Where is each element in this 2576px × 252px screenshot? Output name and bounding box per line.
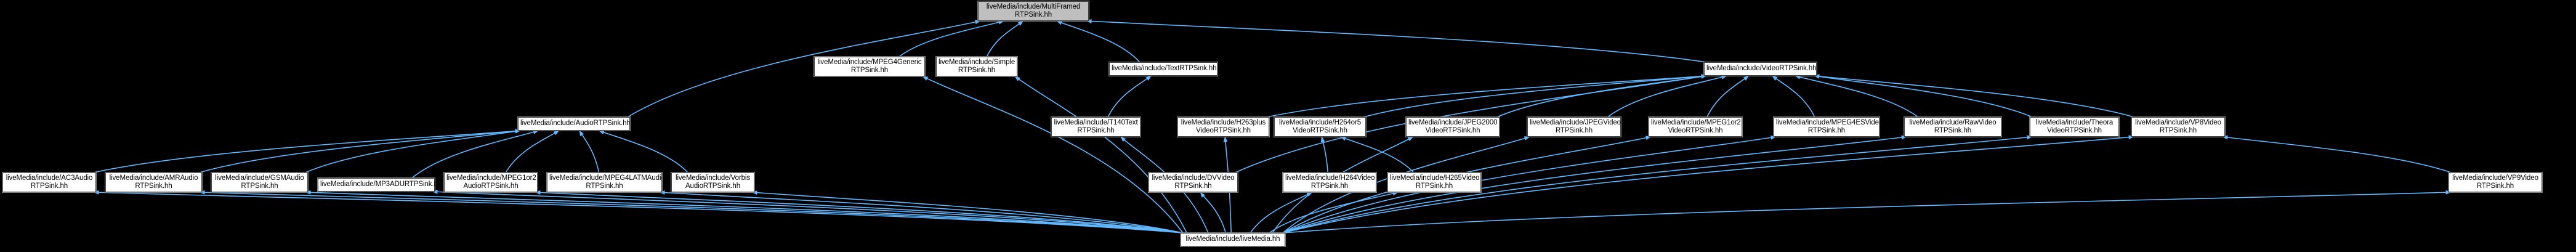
graph-node-label: liveMedia/include/T140Text RTPSink.hh [1054,118,1138,135]
graph-edge-ac3audio-to-audiortpsink [93,129,521,173]
graph-edge-livemedia-to-mpeg1or2audio [535,190,1184,234]
graph-edge-vp9-to-vp8 [2222,135,2452,173]
graph-node-h264or5[interactable]: liveMedia/include/H264or5 VideoRTPSink.h… [1274,116,1367,137]
graph-node-label: liveMedia/include/H264Video RTPSink.hh [1285,174,1375,190]
graph-node-label: liveMedia/include/VP8Video RTPSink.hh [2135,118,2221,135]
graph-node-simple[interactable]: liveMedia/include/Simple RTPSink.hh [935,56,1018,77]
graph-edge-livemedia-to-gsmaudio [305,190,1184,234]
graph-node-jpeg2000[interactable]: liveMedia/include/JPEG2000 VideoRTPSink.… [1405,116,1500,137]
graph-node-label: liveMedia/include/H265Video RTPSink.hh [1390,174,1480,190]
graph-node-label: liveMedia/include/GSMAudio RTPSink.hh [215,174,304,190]
graph-edge-mpeg1or2audio-to-audiortpsink [505,130,560,173]
graph-edge-livemedia-to-h265video [1269,191,1399,234]
graph-node-h265video[interactable]: liveMedia/include/H265Video RTPSink.hh [1387,172,1482,193]
graph-edge-videortpsink-to-multiframed [1086,18,1707,63]
graph-node-label: liveMedia/include/JPEG2000 VideoRTPSink.… [1408,118,1498,135]
graph-edge-mpeg4generic-to-multiframed [898,20,1004,57]
graph-node-gsmaudio[interactable]: liveMedia/include/GSMAudio RTPSink.hh [211,172,309,193]
graph-edge-jpegvideo-to-videortpsink [1607,75,1727,118]
graph-node-label: liveMedia/include/MP3ADURTPSink.hh [320,181,442,189]
graph-node-mpeg1or2video[interactable]: liveMedia/include/MPEG1or2 VideoRTPSink.… [1648,116,1743,137]
graph-node-label: liveMedia/include/Theora VideoRTPSink.hh [2035,118,2114,135]
graph-node-label: liveMedia/include/RawVideo RTPSink.hh [1909,118,1997,135]
graph-node-rawvideo[interactable]: liveMedia/include/RawVideo RTPSink.hh [1904,116,2002,137]
graph-node-amraudio[interactable]: liveMedia/include/AMRAudio RTPSink.hh [105,172,203,193]
graph-node-ac3audio[interactable]: liveMedia/include/AC3Audio RTPSink.hh [2,172,97,193]
graph-node-t140text[interactable]: liveMedia/include/T140Text RTPSink.hh [1051,116,1141,137]
graph-edge-h264or5-to-videortpsink [1363,74,1707,118]
graph-node-dvvideo[interactable]: liveMedia/include/DVVideo RTPSink.hh [1148,172,1238,193]
graph-node-mpeg4es[interactable]: liveMedia/include/MPEG4ESVideo RTPSink.h… [1773,116,1883,137]
graph-node-label: liveMedia/include/MPEG4Generic RTPSink.h… [817,58,922,75]
graph-edge-livemedia-to-dvvideo [1200,192,1227,234]
graph-node-label: liveMedia/include/MPEG1or2 VideoRTPSink.… [1651,118,1741,135]
graph-edge-livemedia-to-vorbisaudio [751,190,1184,234]
graph-edge-mp3adu-to-audiortpsink [411,130,539,179]
graph-edge-t140text-to-text [1107,75,1152,118]
graph-node-h263plus[interactable]: liveMedia/include/H263plus VideoRTPSink.… [1177,116,1270,137]
graph-node-label: liveMedia/include/AMRAudio RTPSink.hh [109,174,198,190]
graph-node-label: liveMedia/include/MPEG4ESVideo RTPSink.h… [1776,118,1883,135]
graph-edge-rawvideo-to-videortpsink [1795,75,1919,118]
graph-edge-gsmaudio-to-audiortpsink [305,129,521,173]
graph-edge-livemedia-to-mp3adu [432,189,1184,234]
graph-edge-livemedia-to-ac3audio [93,190,1184,234]
graph-node-jpegvideo[interactable]: liveMedia/include/JPEGVideo RTPSink.hh [1527,116,1621,137]
graph-node-label: liveMedia/include/AudioRTPSink.hh [520,120,631,128]
graph-node-mp3adu[interactable]: liveMedia/include/MP3ADURTPSink.hh [317,177,442,192]
graph-node-mpeg1or2audio[interactable]: liveMedia/include/MPEG1or2 AudioRTPSink.… [443,172,538,193]
graph-node-theora[interactable]: liveMedia/include/Theora VideoRTPSink.hh [2029,116,2120,137]
graph-edge-livemedia-to-h264video [1250,192,1313,234]
graph-node-h264video[interactable]: liveMedia/include/H264Video RTPSink.hh [1282,172,1377,193]
graph-node-vp9[interactable]: liveMedia/include/VP9Video RTPSink.hh [2448,172,2543,193]
graph-node-livemedia[interactable]: liveMedia/include/liveMedia.hh [1180,232,1286,247]
graph-node-label: liveMedia/include/H264or5 VideoRTPSink.h… [1278,118,1362,135]
graph-node-mpeg4generic[interactable]: liveMedia/include/MPEG4Generic RTPSink.h… [814,56,926,77]
graph-node-text[interactable]: liveMedia/include/TextRTPSink.hh [1108,62,1218,76]
graph-edge-h265video-to-h264or5 [1340,136,1415,173]
graph-node-label: liveMedia/include/TextRTPSink.hh [1112,65,1217,73]
graph-node-multiframed[interactable]: liveMedia/include/MultiFramed RTPSink.hh [977,1,1089,22]
graph-edge-text-to-multiframed [1056,20,1141,63]
graph-node-label: liveMedia/include/JPEGVideo RTPSink.hh [1530,118,1621,135]
graph-edge-jpeg2000-to-videortpsink [1496,74,1707,118]
graph-edge-mpeg4latm-to-audiortpsink [579,130,600,173]
graph-node-label: liveMedia/include/H263plus VideoRTPSink.… [1181,118,1266,135]
graph-node-label: liveMedia/include/MPEG1or2 AudioRTPSink.… [446,174,536,190]
graph-node-videortpsink[interactable]: liveMedia/include/VideoRTPSink.hh [1703,62,1817,76]
graph-node-label: liveMedia/include/VP9Video RTPSink.hh [2452,174,2538,190]
graph-node-label: liveMedia/include/Vorbis AudioRTPSink.hh [676,174,750,190]
graph-edge-livemedia-to-mpeg4generic [922,76,1184,234]
graph-edge-vp8-to-videortpsink [1814,74,2134,118]
graph-edge-vorbisaudio-to-audiortpsink [599,130,688,173]
graph-node-mpeg4latm[interactable]: liveMedia/include/MPEG4LATMAudio RTPSink… [546,172,665,193]
graph-edge-h263plus-to-videortpsink [1266,74,1707,118]
graph-edge-mpeg1or2video-to-videortpsink [1706,75,1750,118]
graph-node-label: liveMedia/include/DVVideo RTPSink.hh [1152,174,1235,190]
graph-edge-h264video-to-h264or5 [1320,136,1329,173]
graph-edge-livemedia-to-amraudio [199,190,1184,234]
graph-node-audiortpsink[interactable]: liveMedia/include/AudioRTPSink.hh [517,116,631,131]
graph-edge-amraudio-to-audiortpsink [199,129,521,173]
graph-edge-livemedia-to-vp9 [1282,190,2452,234]
graph-node-label: liveMedia/include/liveMedia.hh [1185,235,1280,243]
graph-edge-theora-to-videortpsink [1814,74,2033,118]
graph-edge-livemedia-to-simple [1014,76,1187,234]
graph-node-label: liveMedia/include/VideoRTPSink.hh [1706,65,1817,73]
graph-node-label: liveMedia/include/AC3Audio RTPSink.hh [6,174,93,190]
graph-edge-mpeg4es-to-videortpsink [1772,75,1815,118]
graph-edge-livemedia-to-mpeg4latm [659,190,1184,234]
graph-node-label: liveMedia/include/MPEG4LATMAudio RTPSink… [549,174,665,190]
graph-edge-simple-to-multiframed [986,20,1024,57]
graph-edge-audiortpsink-to-multiframed [627,20,981,118]
graph-node-vp8[interactable]: liveMedia/include/VP8Video RTPSink.hh [2131,116,2226,137]
graph-node-label: liveMedia/include/Simple RTPSink.hh [939,58,1015,75]
graph-node-label: liveMedia/include/MultiFramed RTPSink.hh [986,2,1081,19]
graph-node-vorbisaudio[interactable]: liveMedia/include/Vorbis AudioRTPSink.hh [671,172,755,193]
